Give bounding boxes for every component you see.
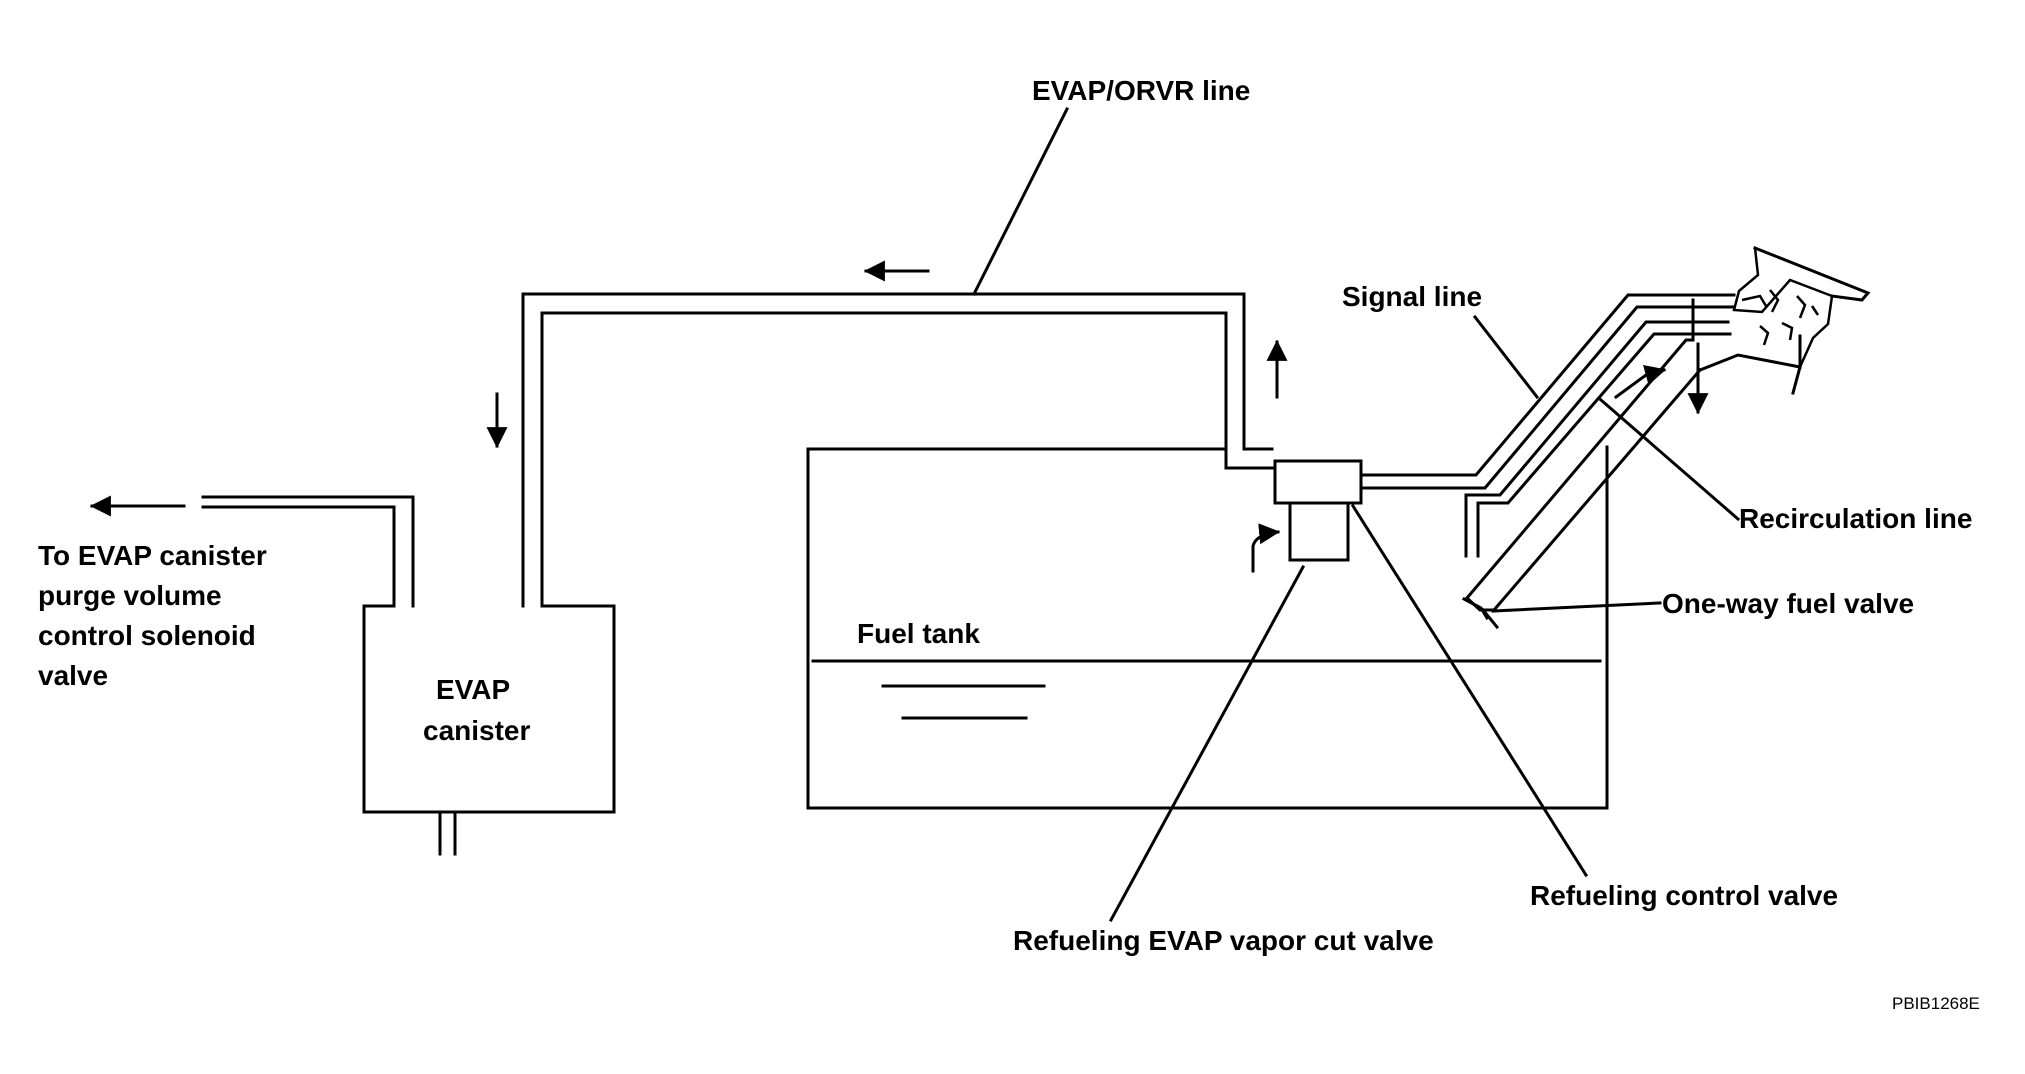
flow-arrows xyxy=(89,260,1709,573)
to-evap-label-line1: To EVAP canister xyxy=(38,540,267,571)
to-evap-label-line4: valve xyxy=(38,660,108,691)
recirculation-line xyxy=(1464,320,1732,558)
to-evap-label-line2: purge volume xyxy=(38,580,222,611)
fuel-tank-label: Fuel tank xyxy=(857,618,980,649)
refueling-evap-vapor-cut-valve xyxy=(1288,501,1350,562)
one-way-fuel-valve-label: One-way fuel valve xyxy=(1662,588,1914,619)
filler-neck xyxy=(1464,246,1871,613)
figure-code: PBIB1268E xyxy=(1892,994,1980,1013)
refueling-control-valve xyxy=(1273,459,1363,505)
labels: EVAP/ORVR line Signal line Recirculation… xyxy=(38,75,1980,1013)
evap-canister xyxy=(201,292,1274,856)
refueling-control-valve-label: Refueling control valve xyxy=(1530,880,1838,911)
signal-line xyxy=(1359,293,1736,490)
evap-canister-label-line2: canister xyxy=(423,715,530,746)
refueling-evap-vapor-cut-valve-label: Refueling EVAP vapor cut valve xyxy=(1013,925,1434,956)
leader-lines xyxy=(971,106,1741,923)
one-way-fuel-valve xyxy=(1461,596,1500,630)
to-evap-label-line3: control solenoid xyxy=(38,620,256,651)
evap-canister-label-line1: EVAP xyxy=(436,674,510,705)
recirculation-line-label: Recirculation line xyxy=(1739,503,1972,534)
evap-orvr-line-label: EVAP/ORVR line xyxy=(1032,75,1250,106)
signal-line-label: Signal line xyxy=(1342,281,1482,312)
fuel-tank xyxy=(806,445,1609,810)
